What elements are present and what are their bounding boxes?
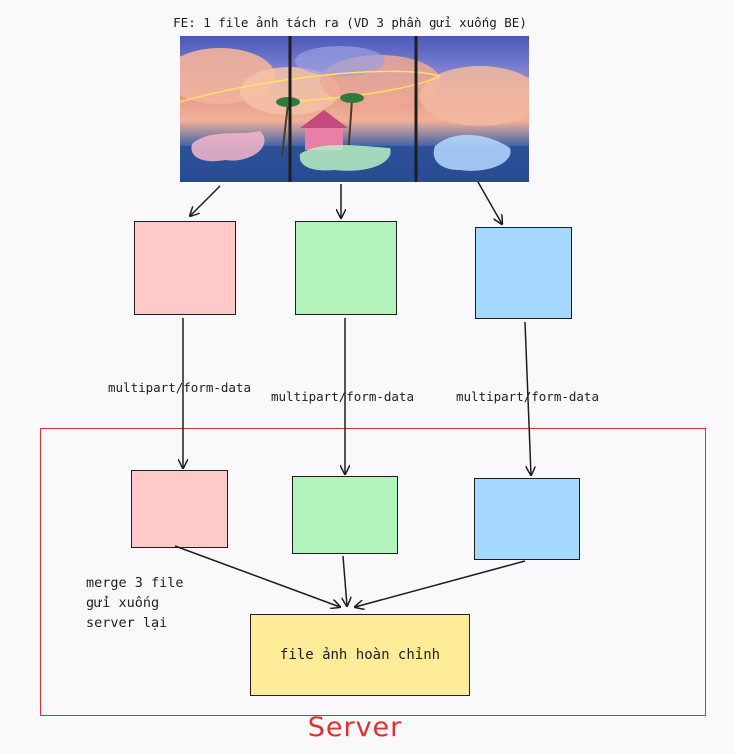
edge-label-middle: multipart/form-data [271,389,414,404]
server-part-2-box [292,476,398,554]
arrow-server-part-3-to-result [355,560,526,607]
source-image-illustration [180,36,529,182]
arrow-image-to-part-1 [190,185,221,216]
server-part-3-box [474,478,580,560]
result-box: file ảnh hoàn chỉnh [250,614,470,696]
fe-part-1-box [134,221,236,315]
server-label: Server [307,712,403,743]
arrow-image-to-part-3 [477,181,502,224]
source-image [180,36,529,182]
fe-part-3-box [475,227,572,319]
result-box-label: file ảnh hoàn chỉnh [279,647,441,663]
fe-part-2-box [295,221,397,315]
diagram-title: FE: 1 file ảnh tách ra (VD 3 phần gửi xu… [173,15,527,30]
arrow-part-3-to-server [524,321,531,475]
arrow-server-part-1-to-result [174,545,340,607]
arrow-server-part-2-to-result [343,555,347,606]
edge-label-left: multipart/form-data [108,380,251,395]
merge-note: merge 3 file gửi xuống server lại [86,575,184,631]
server-frame [40,428,706,716]
